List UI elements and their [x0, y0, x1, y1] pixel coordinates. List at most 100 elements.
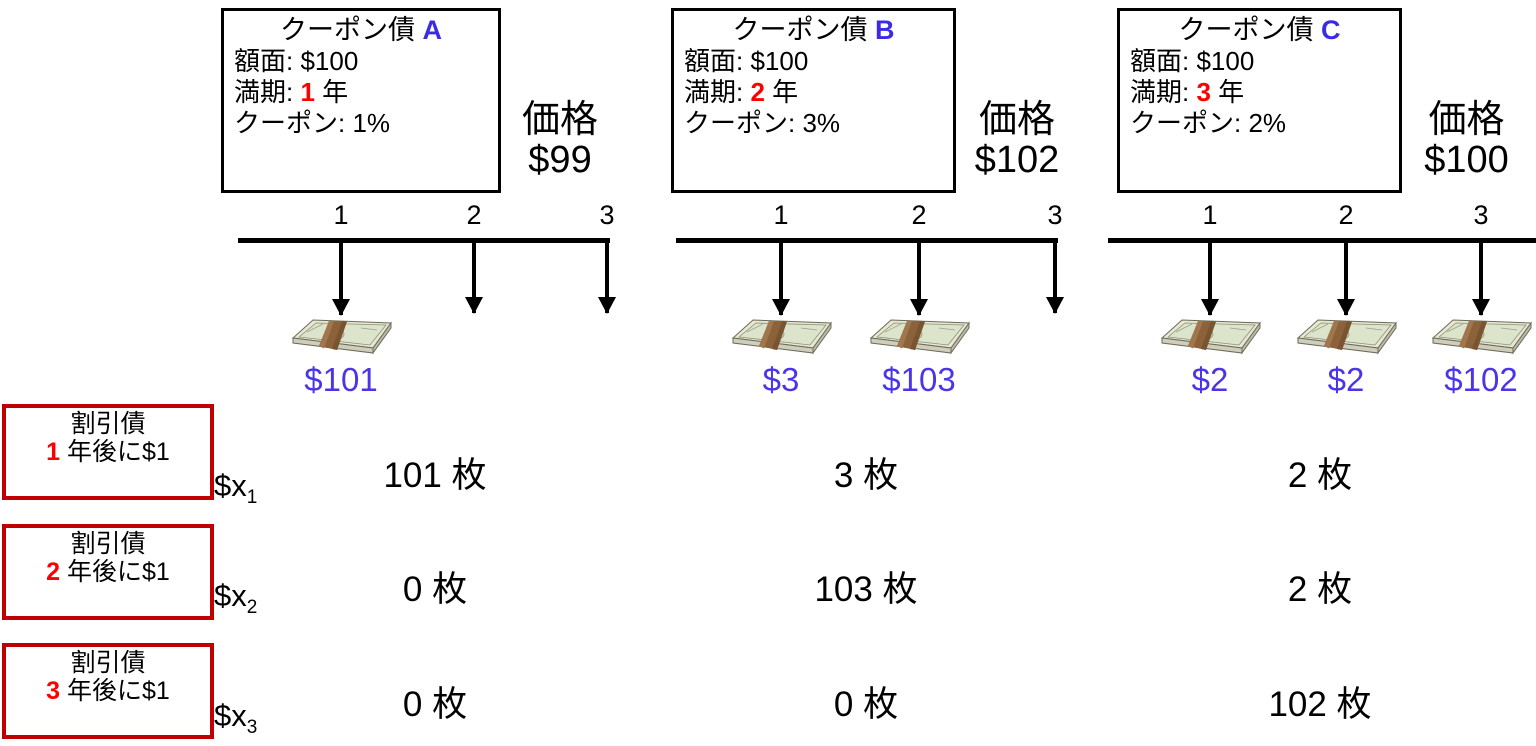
quantity-cell-r2-c2: 103 枚 [814, 570, 918, 609]
cashflow-arrow-b-2 [917, 240, 921, 315]
cashflow-arrow-c-2 [1344, 240, 1348, 315]
price-value-b: $102 [974, 139, 1060, 182]
maturity-years: 2 [750, 76, 765, 107]
cashflow-arrow-a-2 [472, 240, 476, 313]
timeline-axis-c [1108, 238, 1536, 243]
cashflow-amount-c-1: $2 [1191, 361, 1229, 398]
cashflow-arrow-b-1 [779, 240, 783, 315]
bond-face-c: 額面: $100 [1130, 46, 1255, 77]
tick-label-b-1: 1 [773, 200, 789, 230]
discount-bond-price-2: $x2 [214, 580, 257, 617]
price-word-a: 価格 [521, 99, 598, 141]
maturity-years: 1 [300, 76, 315, 107]
bond-maturity-a: 満期: 1 年 [234, 77, 488, 108]
quantity-cell-r2-c3: 2 枚 [1287, 570, 1353, 609]
discount-bond-years-3: 3 [46, 677, 61, 705]
cashflow-arrow-a-1 [339, 240, 343, 315]
maturity-prefix: 満期: [684, 76, 744, 107]
bond-title-prefix: クーポン債 [1178, 15, 1314, 45]
discount-bond-price-3: $x3 [214, 700, 257, 737]
cashflow-amount-c-2: $2 [1327, 361, 1365, 398]
bond-coupon-a: クーポン: 1% [234, 107, 391, 138]
cash-bundle-icon [287, 310, 395, 356]
discount-bond-price-var-3: $x [214, 698, 247, 733]
discount-bond-price-var-1: $x [214, 468, 247, 503]
cashflow-arrow-a-3 [605, 240, 609, 313]
discount-bond-label-3: 割引債 [70, 649, 146, 677]
maturity-prefix: 満期: [234, 76, 294, 107]
discount-bond-suffix-1: 年後に$1 [67, 438, 170, 466]
price-value-a: $99 [528, 139, 592, 182]
discount-bond-price-sub-3: 3 [246, 717, 258, 739]
discount-bond-suffix-3: 年後に$1 [67, 677, 170, 705]
discount-bond-term-3: 3 年後に$1 [6, 677, 210, 705]
tick-label-a-2: 2 [466, 200, 482, 230]
discount-bond-box-3: 割引債 3 年後に$1 [2, 643, 214, 739]
cashflow-amount-c-3: $102 [1444, 361, 1518, 398]
bond-title-prefix: クーポン債 [732, 15, 868, 45]
cashflow-arrow-c-1 [1208, 240, 1212, 315]
price-value-c: $100 [1424, 139, 1509, 182]
bond-mark-c: C [1321, 15, 1341, 45]
cashflow-amount-b-2: $103 [882, 361, 956, 398]
price-word-b: 価格 [978, 99, 1055, 141]
tick-label-a-3: 3 [599, 200, 615, 230]
quantity-cell-r2-c1: 0 枚 [402, 570, 468, 609]
cash-bundle-icon [865, 310, 973, 356]
discount-bond-price-var-2: $x [214, 578, 247, 613]
timeline-axis-b [676, 238, 1058, 243]
quantity-cell-r3-c2: 0 枚 [833, 685, 899, 724]
discount-bond-years-2: 2 [46, 558, 61, 586]
quantity-cell-r1-c1: 101 枚 [383, 456, 487, 495]
bond-maturity-b: 満期: 2 年 [684, 77, 943, 108]
tick-label-c-3: 3 [1473, 200, 1489, 230]
price-block-a: 価格 $99 [505, 100, 615, 181]
discount-bond-box-1: 割引債 1 年後に$1 [2, 404, 214, 500]
tick-label-c-2: 2 [1338, 200, 1354, 230]
bond-face-a: 額面: $100 [234, 46, 359, 77]
bond-card-a: クーポン債 A 額面: $100 満期: 1 年 クーポン: 1% [221, 8, 501, 193]
quantity-cell-r3-c3: 102 枚 [1268, 685, 1372, 724]
bond-card-b: クーポン債 B 額面: $100 満期: 2 年 クーポン: 3% [671, 8, 956, 193]
price-word-c: 価格 [1428, 99, 1505, 141]
tick-label-c-1: 1 [1202, 200, 1218, 230]
discount-bond-price-sub-1: 1 [246, 487, 258, 509]
cashflow-arrow-b-3 [1053, 240, 1057, 313]
quantity-cell-r1-c2: 3 枚 [833, 456, 899, 495]
quantity-cell-r3-c1: 0 枚 [402, 685, 468, 724]
maturity-suffix: 年 [1218, 76, 1245, 107]
bond-title-a: クーポン債 A [234, 15, 488, 46]
cashflow-amount-a-1: $101 [304, 361, 378, 398]
discount-bond-box-2: 割引債 2 年後に$1 [2, 524, 214, 620]
timeline-axis-a [238, 238, 610, 243]
tick-label-b-2: 2 [911, 200, 927, 230]
bond-coupon-c: クーポン: 2% [1130, 107, 1287, 138]
bond-title-b: クーポン債 B [684, 15, 943, 46]
price-block-b: 価格 $102 [957, 100, 1077, 181]
discount-bond-years-1: 1 [46, 438, 61, 466]
discount-bond-price-1: $x1 [214, 470, 257, 507]
cashflow-arrow-c-3 [1479, 240, 1483, 315]
discount-bond-label-2: 割引債 [70, 530, 146, 558]
cash-bundle-icon [727, 310, 835, 356]
maturity-years: 3 [1196, 76, 1211, 107]
price-block-c: 価格 $100 [1404, 100, 1529, 181]
bond-title-c: クーポン債 C [1130, 15, 1389, 46]
bond-coupon-b: クーポン: 3% [684, 107, 841, 138]
cashflow-amount-b-1: $3 [762, 361, 800, 398]
bond-mark-b: B [875, 15, 895, 45]
discount-bond-term-2: 2 年後に$1 [6, 558, 210, 586]
tick-label-a-1: 1 [333, 200, 349, 230]
cash-bundle-icon [1292, 310, 1400, 356]
maturity-suffix: 年 [772, 76, 799, 107]
discount-bond-label-1: 割引債 [70, 410, 146, 438]
discount-bond-price-sub-2: 2 [246, 597, 258, 619]
maturity-suffix: 年 [322, 76, 349, 107]
maturity-prefix: 満期: [1130, 76, 1190, 107]
discount-bond-term-1: 1 年後に$1 [6, 438, 210, 466]
cash-bundle-icon [1427, 310, 1535, 356]
bond-face-b: 額面: $100 [684, 46, 809, 77]
discount-bond-suffix-2: 年後に$1 [67, 558, 170, 586]
cash-bundle-icon [1156, 310, 1264, 356]
bond-card-c: クーポン債 C 額面: $100 満期: 3 年 クーポン: 2% [1117, 8, 1402, 193]
